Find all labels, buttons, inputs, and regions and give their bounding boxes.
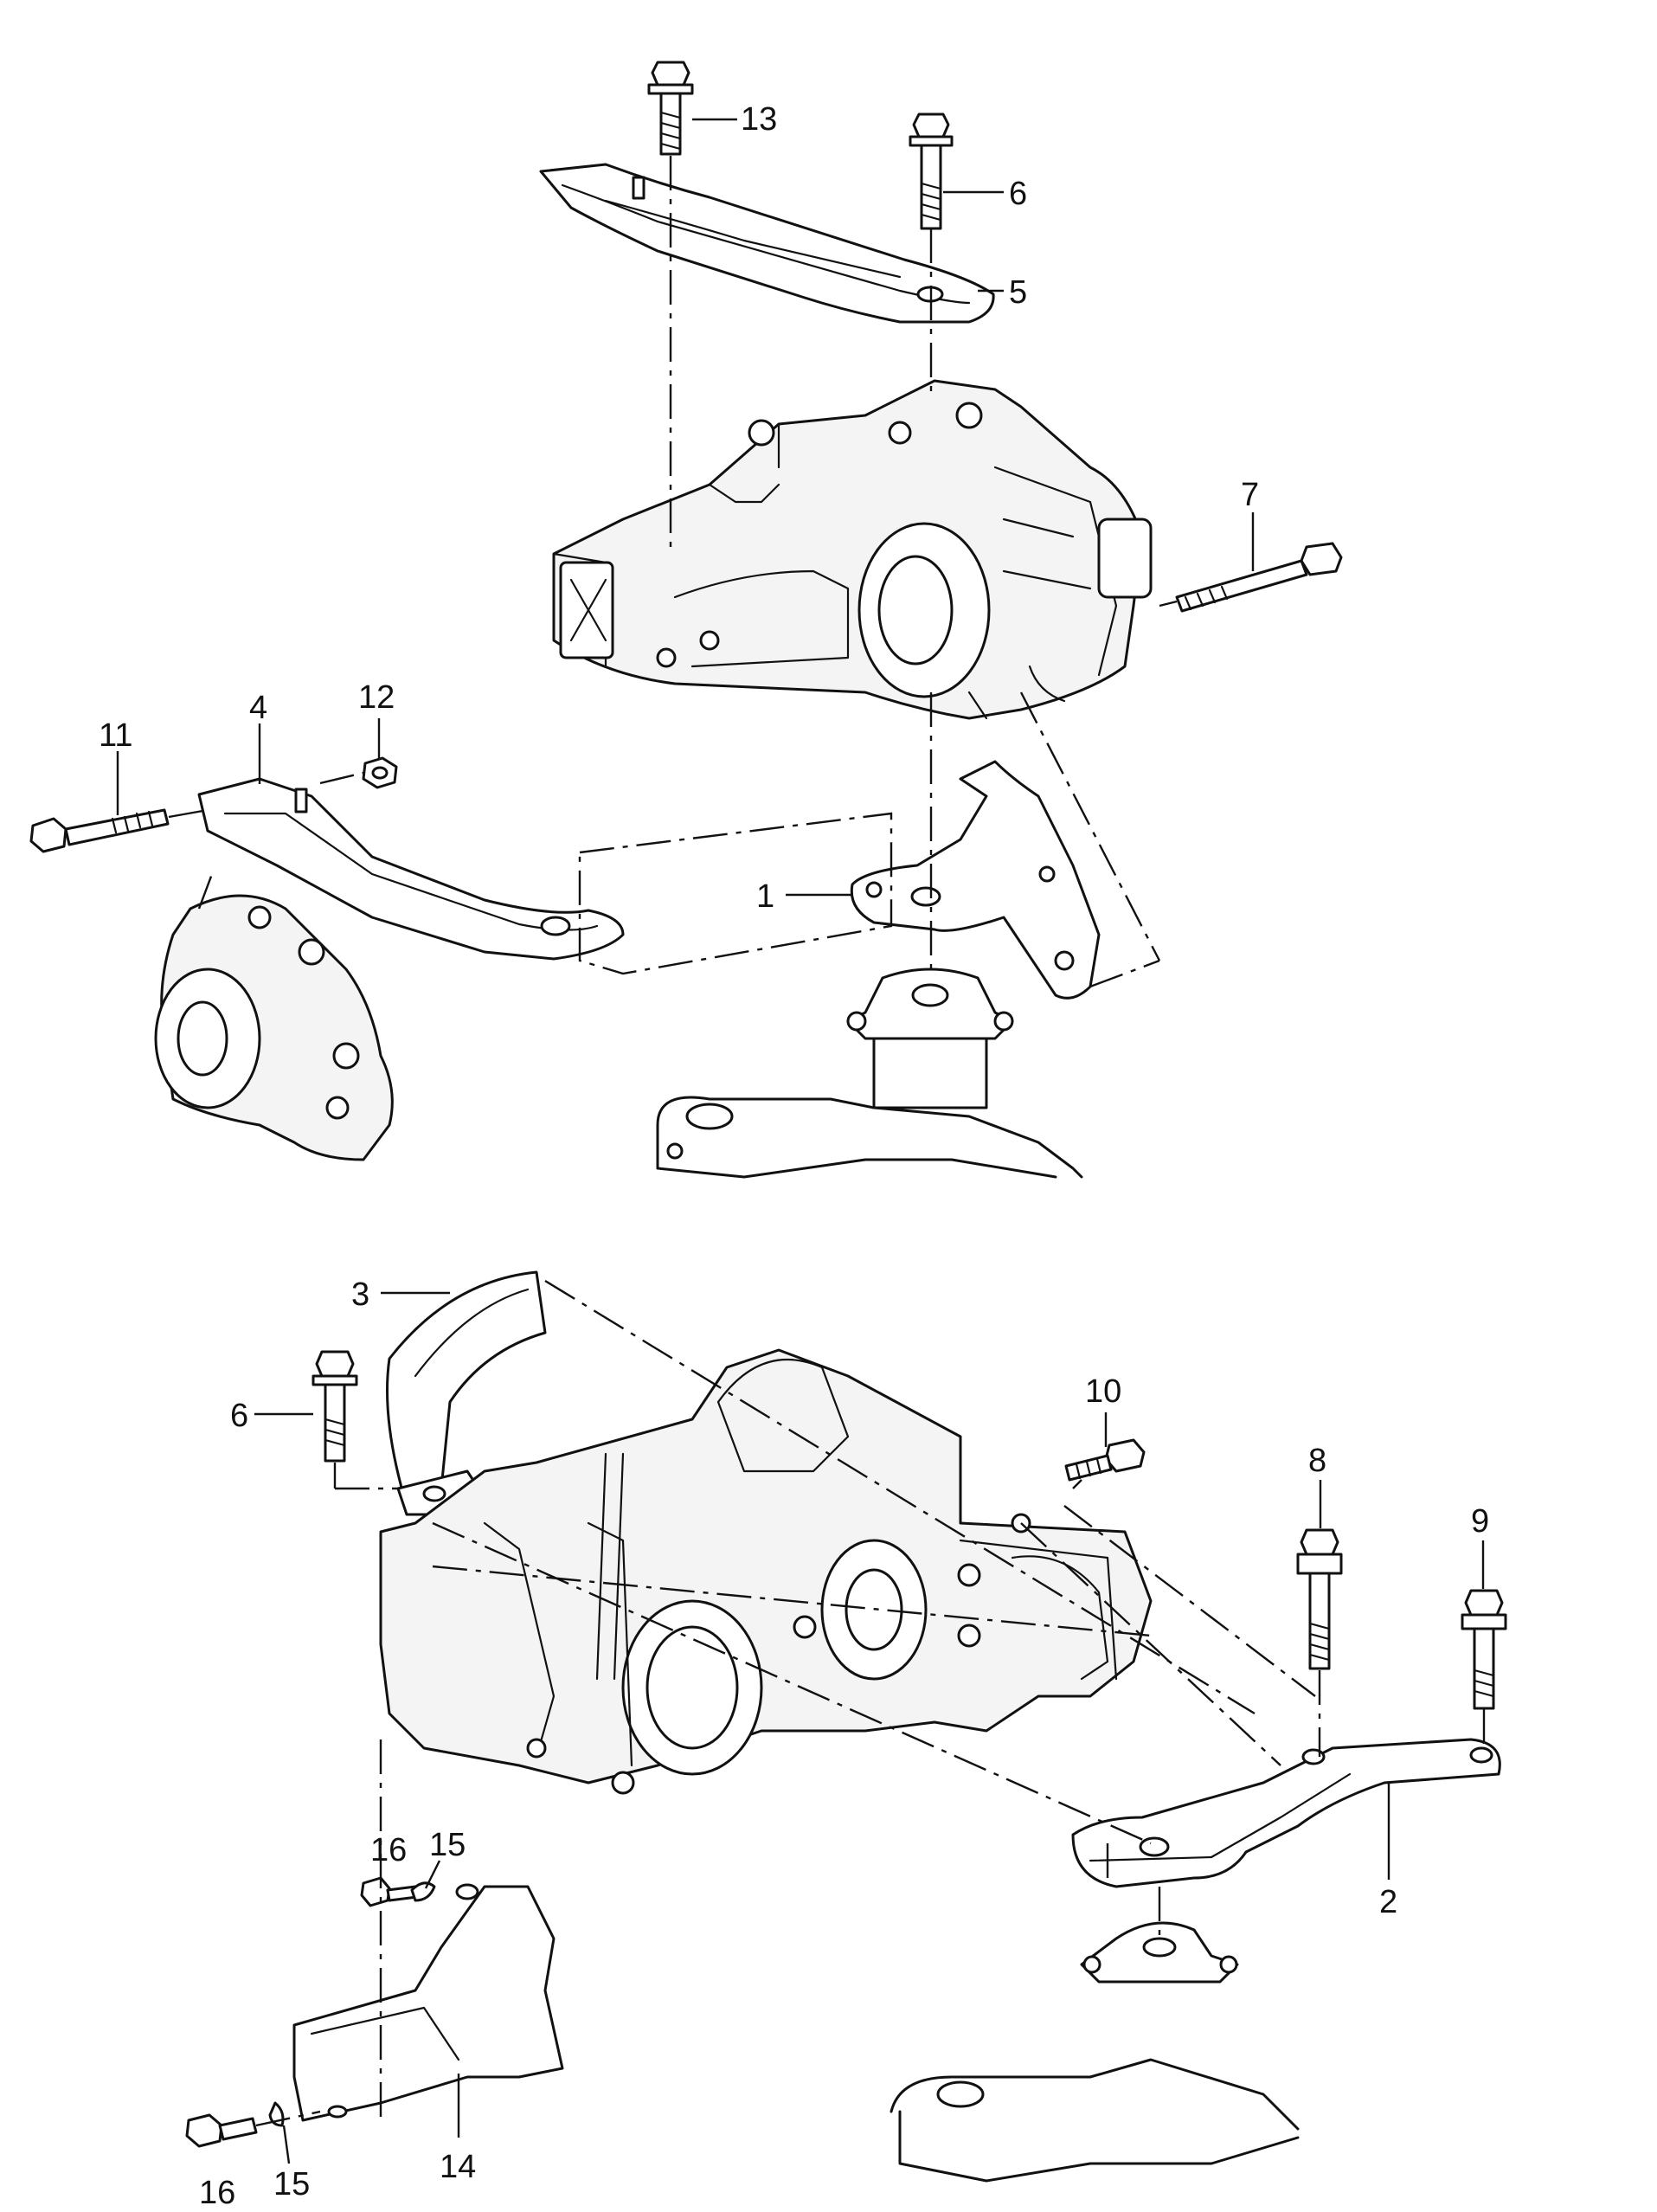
lower-assembly xyxy=(185,1270,1507,2183)
label-part-6-upper: 6 xyxy=(1009,176,1027,212)
label-part-4: 4 xyxy=(249,690,267,726)
gearbox-lower xyxy=(379,1348,1153,1795)
label-part-5: 5 xyxy=(1009,274,1027,311)
bracket-14 xyxy=(292,1883,564,2122)
clip-15-upper xyxy=(410,1881,436,1902)
leader-lines xyxy=(116,118,1485,2164)
mount-1 xyxy=(850,760,1101,1000)
label-part-9: 9 xyxy=(1471,1503,1489,1540)
label-part-3: 3 xyxy=(351,1276,369,1313)
bolt-6-upper xyxy=(909,113,954,230)
rubber-mount-lower xyxy=(1080,1921,1239,1984)
bolt-10 xyxy=(1064,1438,1146,1482)
bolt-7 xyxy=(1175,542,1343,613)
label-part-15-lower: 15 xyxy=(273,2166,310,2202)
bolt-9 xyxy=(1461,1589,1507,1710)
bracket-4 xyxy=(197,777,625,961)
label-part-1: 1 xyxy=(756,878,774,915)
bolt-6-lower xyxy=(311,1350,358,1463)
bolt-8 xyxy=(1296,1528,1343,1670)
label-part-7: 7 xyxy=(1241,477,1259,513)
bracket-2 xyxy=(1071,1738,1501,1888)
nut-12 xyxy=(362,756,398,789)
subframe-lower xyxy=(890,2058,1300,2183)
upper-dash-lines xyxy=(168,156,1178,988)
engine-block-upper xyxy=(154,894,394,1161)
bolt-13 xyxy=(647,61,694,156)
label-part-2: 2 xyxy=(1379,1884,1397,1920)
rubber-mount-upper xyxy=(846,968,1014,1109)
gearbox-upper xyxy=(552,379,1153,720)
bolt-16-upper xyxy=(360,1876,419,1907)
bolt-16-lower xyxy=(185,2113,258,2148)
label-part-12: 12 xyxy=(358,679,395,716)
label-part-6-lower: 6 xyxy=(230,1398,248,1434)
label-part-8: 8 xyxy=(1308,1443,1326,1479)
label-part-10: 10 xyxy=(1085,1373,1121,1410)
label-part-15-upper: 15 xyxy=(429,1827,466,1863)
bolt-11 xyxy=(29,808,170,853)
lower-dash-lines xyxy=(255,1279,1486,2127)
subframe-upper xyxy=(656,1096,1083,1179)
upper-assembly xyxy=(29,61,1343,1179)
part-number-labels: 13 6 5 7 12 11 4 1 3 6 10 8 9 16 15 2 14… xyxy=(99,101,1489,2211)
label-part-14: 14 xyxy=(440,2149,476,2185)
label-part-16-lower: 16 xyxy=(199,2175,235,2211)
label-part-16-upper: 16 xyxy=(370,1832,407,1868)
label-part-13: 13 xyxy=(741,101,777,138)
label-part-11: 11 xyxy=(99,717,132,754)
